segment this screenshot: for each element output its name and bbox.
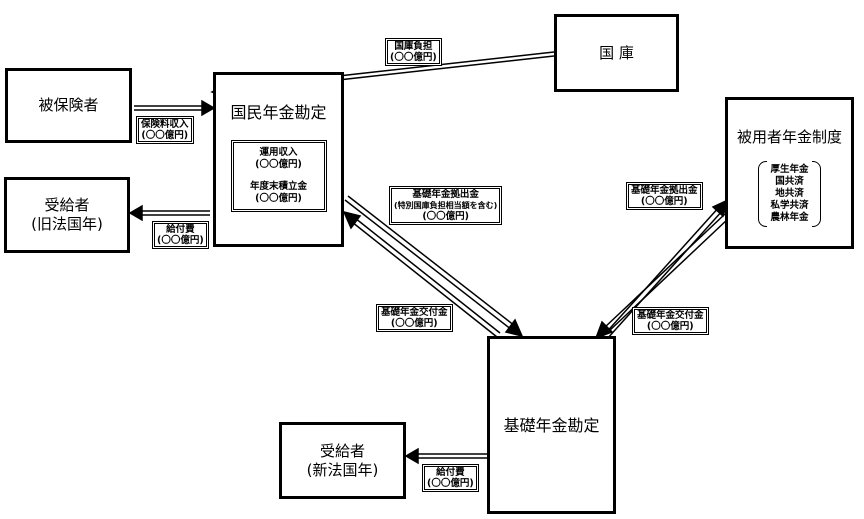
arrow-grant-national <box>342 210 501 338</box>
basic-account-title: 基礎年金勘定 <box>503 415 600 435</box>
node-beneficiary-old: 受給者 (旧法国年) <box>4 177 130 253</box>
flow-label: 保険料収入 <box>141 119 189 130</box>
beneficiary-old-subtitle: (旧法国年) <box>31 215 103 233</box>
flow-amount: (〇〇億円) <box>427 478 474 489</box>
reserve-amount: (〇〇億円) <box>255 193 302 204</box>
member-item: 厚生年金 <box>770 164 809 175</box>
flow-amount: (〇〇億円) <box>640 196 688 207</box>
label-premium-income: 保険料収入 (〇〇億円) <box>136 116 194 144</box>
flow-note: (特別国庫負担相当額を含む) <box>394 201 498 210</box>
arrow-benefit-old <box>128 204 210 222</box>
flow-label: 基礎年金拠出金 <box>631 185 698 196</box>
member-item: 私学共済 <box>770 200 809 211</box>
beneficiary-new-subtitle: (新法国年) <box>306 460 379 479</box>
label-grant-employee: 基礎年金交付金 (〇〇億円) <box>632 307 709 335</box>
flow-amount: (〇〇億円) <box>141 130 189 141</box>
employee-pension-title: 被用者年金制度 <box>736 128 842 146</box>
flow-label: 給付費 <box>436 467 465 478</box>
node-basic-pension-account: 基礎年金勘定 <box>487 336 616 514</box>
treasury-title: 国 庫 <box>599 43 634 62</box>
national-account-title: 国民年金勘定 <box>230 103 327 122</box>
member-item: 農林年金 <box>770 212 809 223</box>
national-account-inner-box: 運用収入 (〇〇億円) 年度末積立金 (〇〇億円) <box>230 140 327 212</box>
flow-amount: (〇〇億円) <box>390 52 437 63</box>
flow-amount: (〇〇億円) <box>390 318 438 329</box>
beneficiary-old-title: 受給者 <box>44 196 90 214</box>
employee-pension-members: 厚生年金 国共済 地共済 私学共済 農林年金 <box>758 161 821 227</box>
label-treasury-burden: 国庫負担 (〇〇億円) <box>385 38 442 66</box>
label-benefit-old: 給付費 (〇〇億円) <box>152 221 209 249</box>
member-item: 地共済 <box>775 188 804 199</box>
label-contribution-employee: 基礎年金拠出金 (〇〇億円) <box>626 182 703 210</box>
arrow-grant-employee <box>594 213 730 340</box>
arrow-contribution-national <box>344 195 524 338</box>
node-employee-pension: 被用者年金制度 厚生年金 国共済 地共済 私学共済 農林年金 <box>725 97 854 249</box>
node-national-pension-account: 国民年金勘定 運用収入 (〇〇億円) 年度末積立金 (〇〇億円) <box>213 72 344 247</box>
flow-amount: (〇〇億円) <box>646 321 694 332</box>
node-insured: 被保険者 <box>5 68 132 143</box>
flow-label: 基礎年金拠出金 <box>412 189 479 200</box>
node-beneficiary-new: 受給者 (新法国年) <box>279 422 406 499</box>
arrow-premium-income <box>134 99 216 117</box>
investment-income-label: 運用収入 <box>259 147 298 158</box>
beneficiary-new-title: 受給者 <box>319 441 365 460</box>
investment-income-amount: (〇〇億円) <box>255 159 302 170</box>
flow-label: 基礎年金交付金 <box>381 307 448 318</box>
flow-label: 基礎年金交付金 <box>637 310 704 321</box>
flow-label: 国庫負担 <box>394 41 433 52</box>
flow-amount: (〇〇億円) <box>422 211 469 222</box>
arrow-benefit-new <box>404 447 488 465</box>
label-benefit-new: 給付費 (〇〇億円) <box>422 464 479 492</box>
flow-amount: (〇〇億円) <box>157 235 204 246</box>
label-grant-national: 基礎年金交付金 (〇〇億円) <box>376 304 453 332</box>
flow-label: 給付費 <box>166 224 195 235</box>
label-contribution-national: 基礎年金拠出金 (特別国庫負担相当額を含む) (〇〇億円) <box>389 186 503 225</box>
node-treasury: 国 庫 <box>554 14 679 92</box>
member-item: 国共済 <box>775 176 804 187</box>
reserve-label: 年度末積立金 <box>249 181 307 192</box>
insured-title: 被保険者 <box>38 96 99 114</box>
